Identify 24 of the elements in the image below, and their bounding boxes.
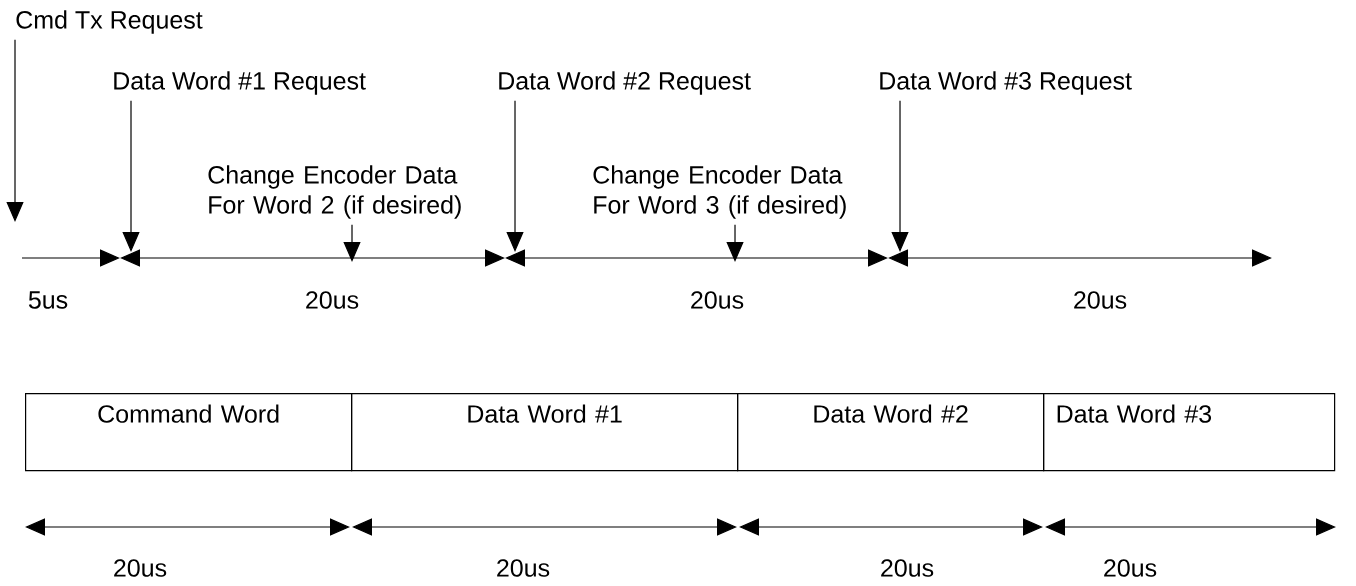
duration-label: 20us: [1074, 291, 1127, 309]
arrow: [122, 100, 140, 252]
duration-label: 20us: [881, 559, 934, 577]
note-label: Change Encoder Data For Word 2 (if desired): [208, 165, 461, 219]
word-box: Command Word: [25, 393, 353, 472]
arrow: [343, 224, 361, 262]
duration-label: 20us: [1104, 559, 1157, 577]
request-label: Data Word #1 Request: [114, 71, 366, 95]
request-label: Cmd Tx Request: [16, 10, 203, 34]
word-box: Data Word #1: [351, 393, 739, 472]
duration-label: 5us: [28, 291, 68, 309]
request-label: Data Word #3 Request: [880, 71, 1132, 95]
arrow: [506, 100, 524, 252]
arrow: [6, 39, 24, 222]
word-box: Data Word #3: [1043, 393, 1336, 472]
arrow: [726, 224, 744, 262]
note-label: Change Encoder Data For Word 3 (if desired): [593, 165, 846, 219]
arrow: [891, 100, 909, 252]
duration-label: 20us: [497, 559, 550, 577]
word-box: Data Word #2: [737, 393, 1045, 472]
request-label: Data Word #2 Request: [499, 71, 751, 95]
duration-label: 20us: [306, 291, 359, 309]
duration-label: 20us: [114, 559, 167, 577]
duration-label: 20us: [691, 291, 744, 309]
